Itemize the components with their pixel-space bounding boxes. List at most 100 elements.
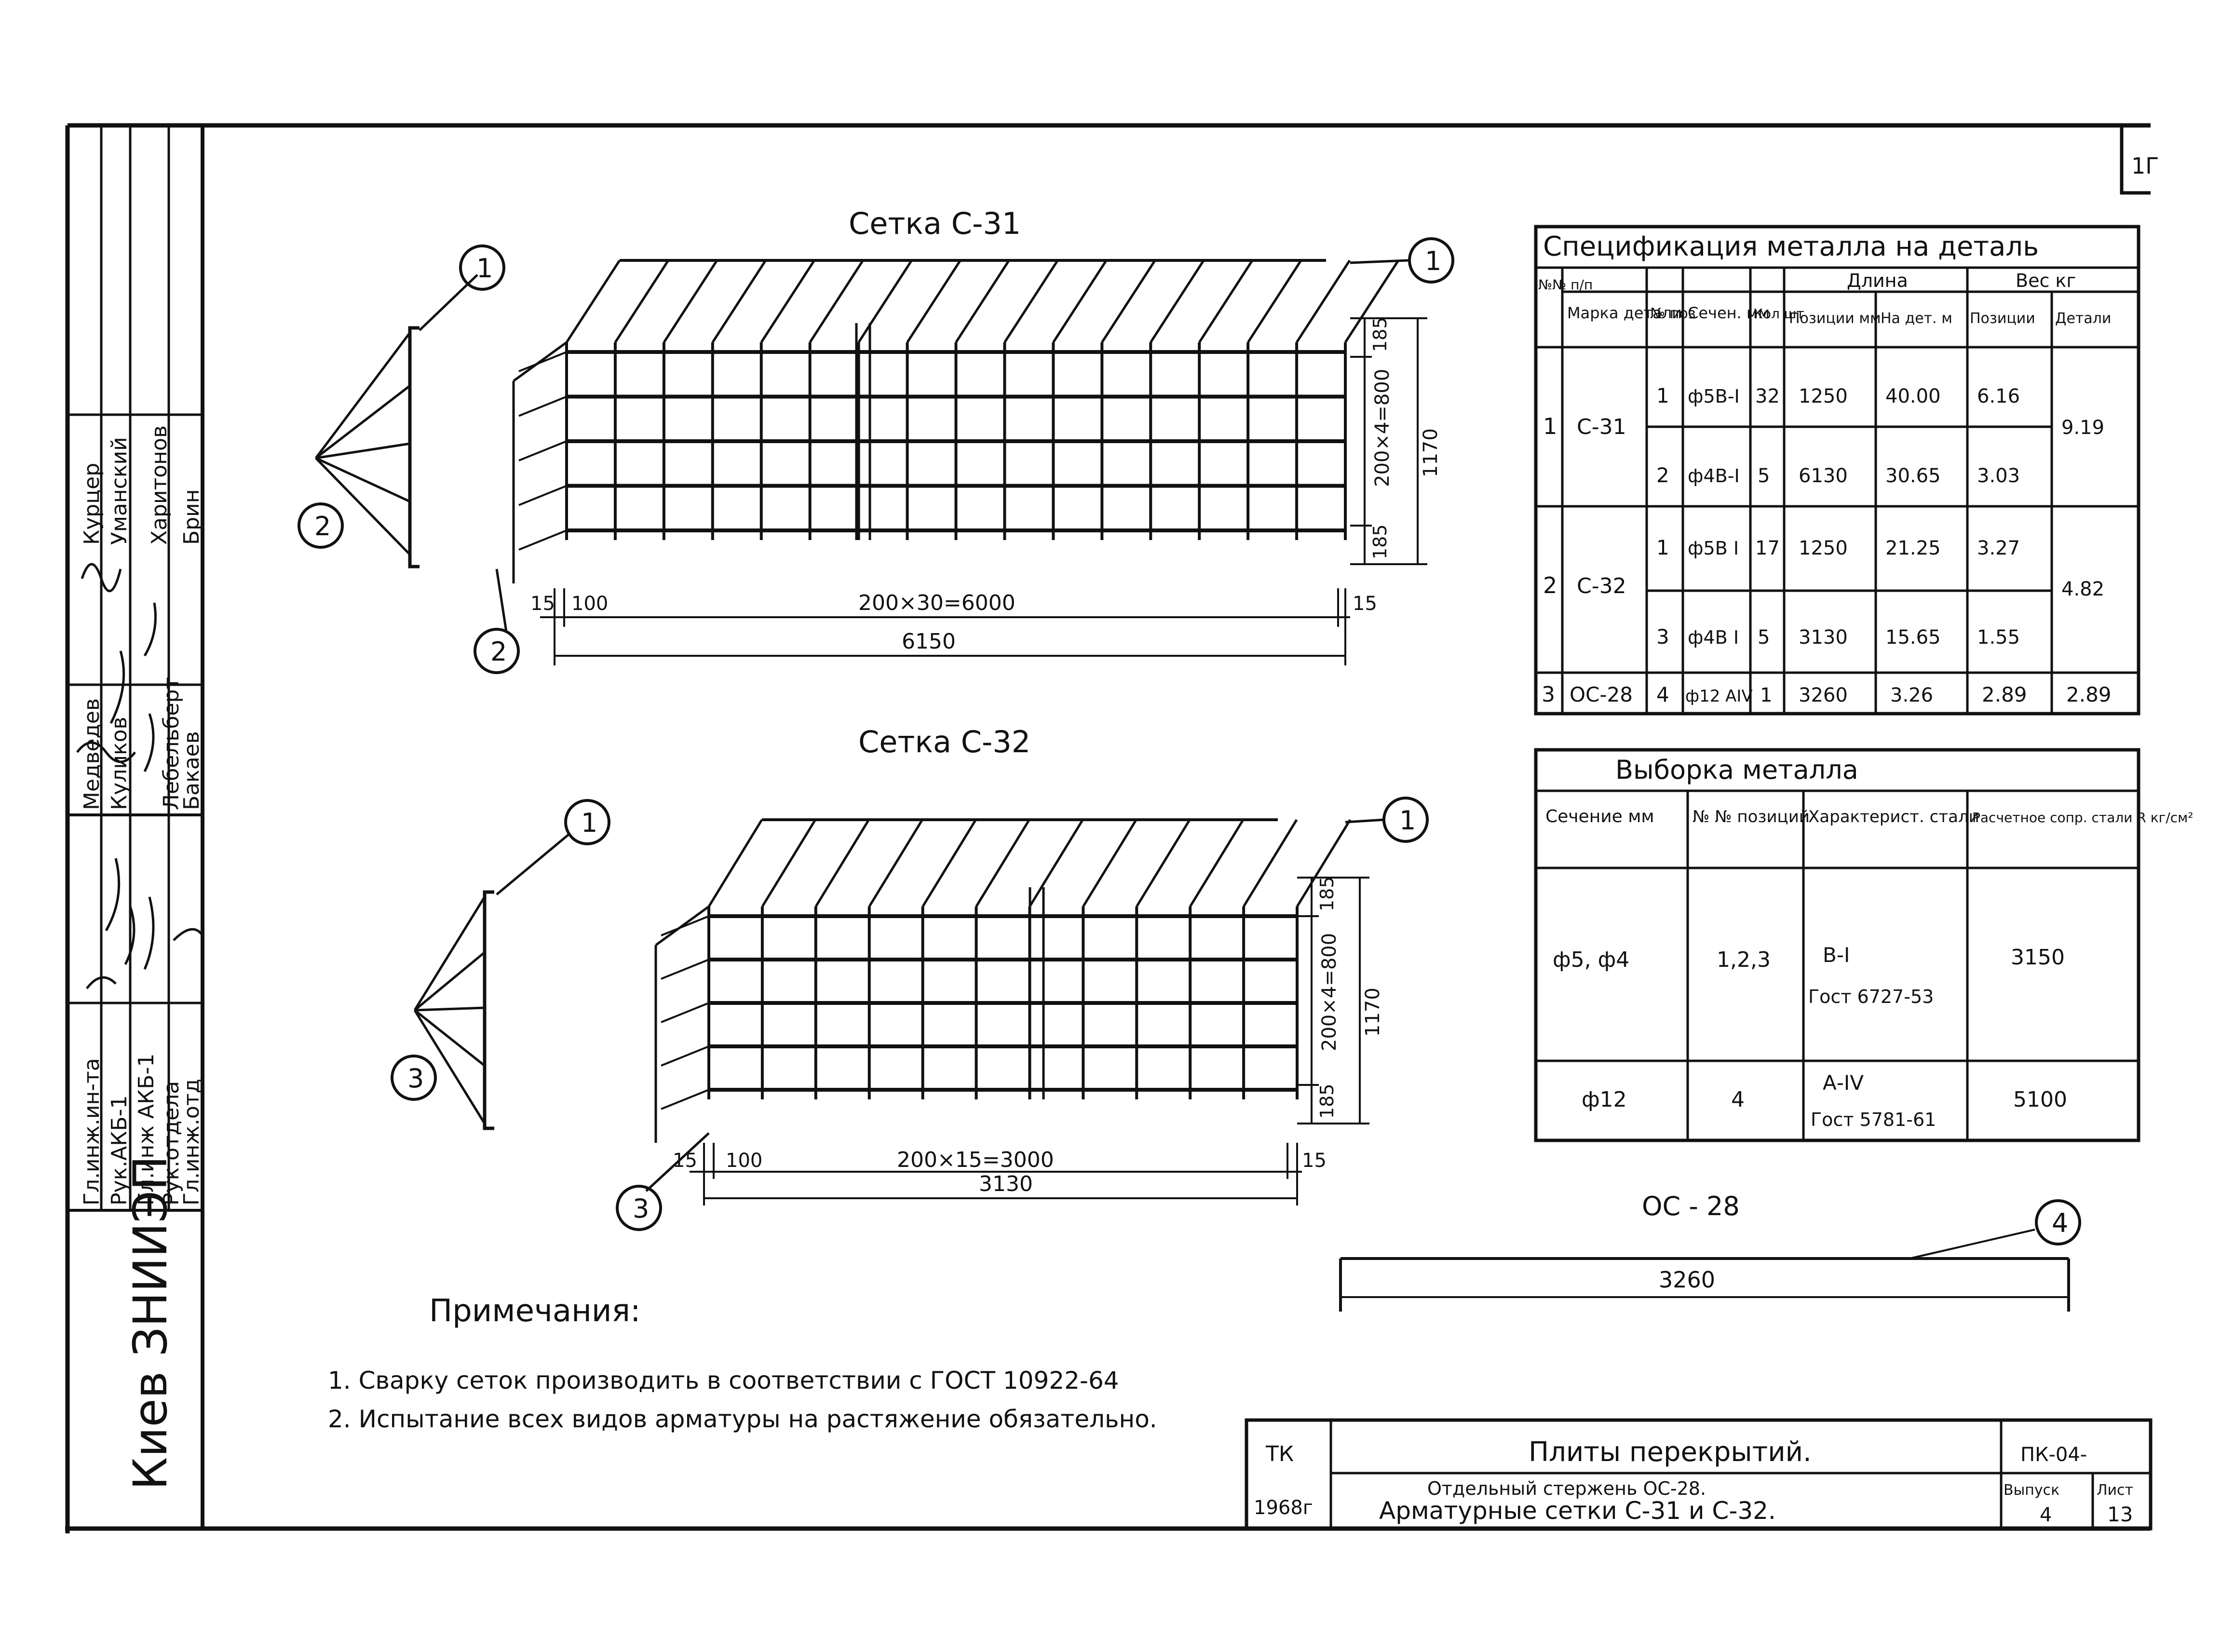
dimension-label: 3130 (979, 1172, 1033, 1196)
dimension-label: 1170 (1420, 428, 1442, 477)
stamp-row-label: Курцер (80, 463, 104, 545)
stamp-row-label: Харитонов (147, 425, 172, 545)
selection-cell: 5100 (2013, 1087, 2067, 1112)
bar-perspective (518, 395, 567, 417)
spec-cell: С-31 (1577, 415, 1626, 439)
mesh-c31-title: Сетка С-31 (849, 206, 1021, 241)
dimension-label: 185 (1369, 317, 1391, 352)
callout-number: 1 (476, 253, 493, 284)
mesh-c32-drawing: Сетка С-32 1 3 1 3 15 100 200×15=3000 15… (391, 724, 1429, 1231)
bar-hook (1247, 259, 1302, 343)
bar-hook (761, 819, 817, 907)
spec-cell: 6.16 (1977, 385, 2020, 407)
mesh-edge (655, 905, 710, 947)
note-item: 1. Сварку сеток производить в соответств… (328, 1367, 1119, 1395)
dimension-label: 100 (571, 593, 608, 615)
spec-header: №№ п/п (1538, 277, 1593, 293)
callout-circle (1408, 237, 1454, 284)
spec-cell: С-32 (1577, 574, 1626, 598)
bar-hook (663, 259, 718, 343)
spec-cell: 40.00 (1885, 385, 1941, 407)
spec-cell: ОС-28 (1570, 683, 1633, 706)
bar-hook (1344, 259, 1400, 343)
selection-header: Расчетное сопр. стали R кг/см² (1972, 810, 2194, 826)
spec-header: Кол шт (1753, 306, 1804, 322)
spec-cell: 2 (1656, 463, 1669, 487)
title-issue: 4 (2040, 1504, 2052, 1526)
spec-cell: 3.26 (1890, 684, 1933, 706)
bar-hook (614, 259, 670, 343)
spec-header: На дет. м (1881, 310, 1952, 327)
bar-hook (1029, 819, 1084, 907)
bar-hook (1136, 819, 1191, 907)
selection-cell: 1,2,3 (1717, 948, 1771, 972)
spec-cell: 1 (1760, 684, 1772, 706)
sheet-frame: 1Г (65, 123, 2159, 1533)
spec-cell: 30.65 (1885, 465, 1941, 487)
bar-perspective (661, 915, 709, 936)
selection-cell: В-I (1823, 943, 1850, 967)
notes: Примечания: 1. Сварку сеток производить … (328, 1293, 1157, 1433)
rod-title: ОС - 28 (1642, 1191, 1740, 1221)
spec-cell: 32 (1755, 385, 1780, 407)
stamp-row-label: Гл.инж.отд (179, 1079, 204, 1205)
dimension-label: 6150 (902, 629, 956, 654)
spec-cell: 5 (1758, 465, 1770, 487)
spec-cell: 6130 (1799, 465, 1848, 487)
dimension-label: 1170 (1362, 988, 1384, 1037)
spec-header: Вес кг (2016, 270, 2076, 291)
spec-cell: 3 (1656, 625, 1669, 649)
spec-cell: 1.55 (1977, 626, 2020, 649)
mesh-c31-grid (512, 259, 1400, 583)
callout-circle (391, 1055, 437, 1101)
spec-cell: 5 (1758, 626, 1770, 649)
bar-hook (814, 819, 870, 907)
dimension-label: 15 (1353, 593, 1377, 615)
spec-cell: ф4В I (1688, 627, 1739, 648)
selection-header: Характерист. стали (1808, 807, 1979, 826)
bar-hook (1150, 259, 1205, 343)
dimension-label: 185 (1316, 876, 1338, 911)
spec-cell: ф5В I (1688, 538, 1739, 559)
bar-perspective (518, 529, 567, 551)
selection-cell: А-IV (1823, 1071, 1864, 1095)
dimension-label: 100 (726, 1150, 762, 1172)
selection-cell: 4 (1731, 1087, 1745, 1112)
spec-header: № поз (1650, 305, 1696, 322)
spec-cell: 1250 (1799, 385, 1848, 407)
stamp-row-label: Гл.инж.ин-та (80, 1058, 104, 1205)
callout-number: 4 (2052, 1208, 2068, 1238)
spec-cell: 3.27 (1977, 537, 2020, 559)
bar-hook (1082, 819, 1138, 907)
dimension-label: 200×30=6000 (858, 591, 1016, 615)
callout-number: 1 (1399, 805, 1416, 836)
callout-circle (1382, 797, 1429, 843)
spec-cell: ф12 АIV (1685, 687, 1753, 706)
bar-hook (1296, 819, 1352, 907)
callout-circle (616, 1185, 662, 1231)
rod-oc28-drawing: ОС - 28 4 3260 (1339, 1191, 2081, 1312)
spec-cell: 15.65 (1885, 626, 1941, 649)
mesh-c32-title: Сетка С-32 (858, 724, 1030, 759)
bar-hook (711, 259, 767, 343)
stamp-row-label: Бакаев (179, 731, 204, 810)
bar-hook (760, 259, 815, 343)
selection-header: № № позиций (1693, 807, 1810, 826)
title-sub2: Арматурные сетки С-31 и С-32. (1379, 1497, 1776, 1525)
callout-circle (2035, 1199, 2081, 1246)
spec-cell: ф5В-I (1688, 386, 1740, 407)
bar-hook (868, 819, 923, 907)
dimension-label: 15 (530, 593, 555, 615)
bar-hook (975, 819, 1030, 907)
bar-hook (707, 819, 763, 907)
title-sheet: 13 (2107, 1503, 2133, 1526)
spec-cell: 4 (1656, 683, 1669, 706)
selection-cell: Гост 6727-53 (1808, 986, 1934, 1007)
title-main: Плиты перекрытий. (1529, 1436, 1812, 1468)
spec-cell: 17 (1755, 537, 1780, 559)
bar-perspective (661, 959, 709, 980)
spec-cell: 3260 (1799, 684, 1848, 706)
left-stamp: Гл.инж.ин-та Рук.АКБ-1 Гл.инж АКБ-1 Рук.… (66, 125, 204, 1490)
stamp-row-label: Уманский (107, 437, 132, 545)
callout-circle (459, 244, 505, 291)
